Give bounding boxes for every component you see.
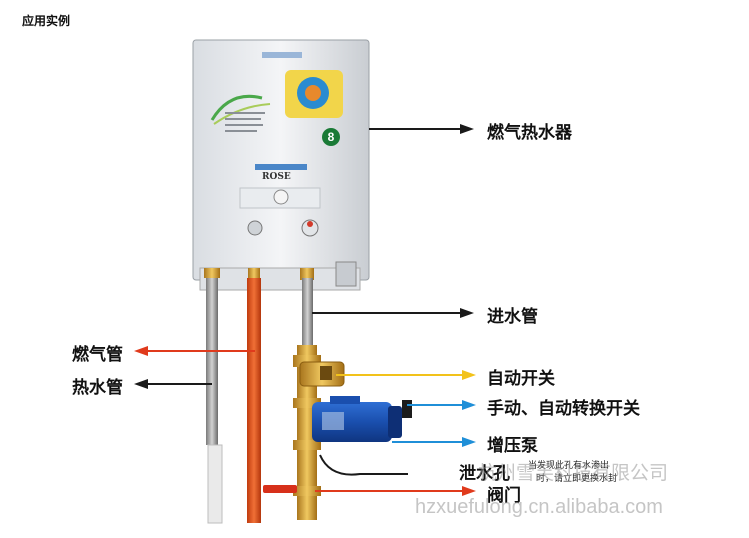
booster-pump: [312, 396, 412, 442]
label-heater: 燃气热水器: [487, 123, 572, 143]
label-manual-switch: 手动、自动转换开关: [487, 399, 640, 419]
page-title: 应用实例: [22, 14, 71, 28]
label-drain: 泄水孔: [459, 464, 510, 484]
label-inlet-pipe: 进水管: [487, 307, 538, 327]
arrows: [134, 124, 476, 496]
watermark-company: 杭州雪芙科技有限公司: [478, 463, 669, 484]
gas-pipe: [204, 268, 223, 524]
drain-connector: [319, 454, 408, 476]
water-heater: [192, 39, 370, 291]
hot-water-hose: [247, 268, 261, 523]
heater-brand: ROSE: [262, 172, 291, 182]
label-pump: 增压泵: [487, 436, 538, 456]
drain-note-line-2: 时，请立即更换水封: [536, 474, 618, 484]
heater-badge: 8: [322, 128, 340, 146]
label-gas-pipe: 燃气管: [72, 345, 123, 365]
drain-note-line-1: 当发现此孔有水渗出: [528, 461, 610, 471]
label-hot-pipe: 热水管: [72, 378, 123, 398]
watermark-url: hzxuefulong.cn.alibaba.com: [415, 496, 663, 518]
label-auto-switch: 自动开关: [487, 369, 555, 389]
label-valve: 阀门: [487, 486, 521, 506]
inlet-pipe-assembly: [263, 268, 345, 520]
